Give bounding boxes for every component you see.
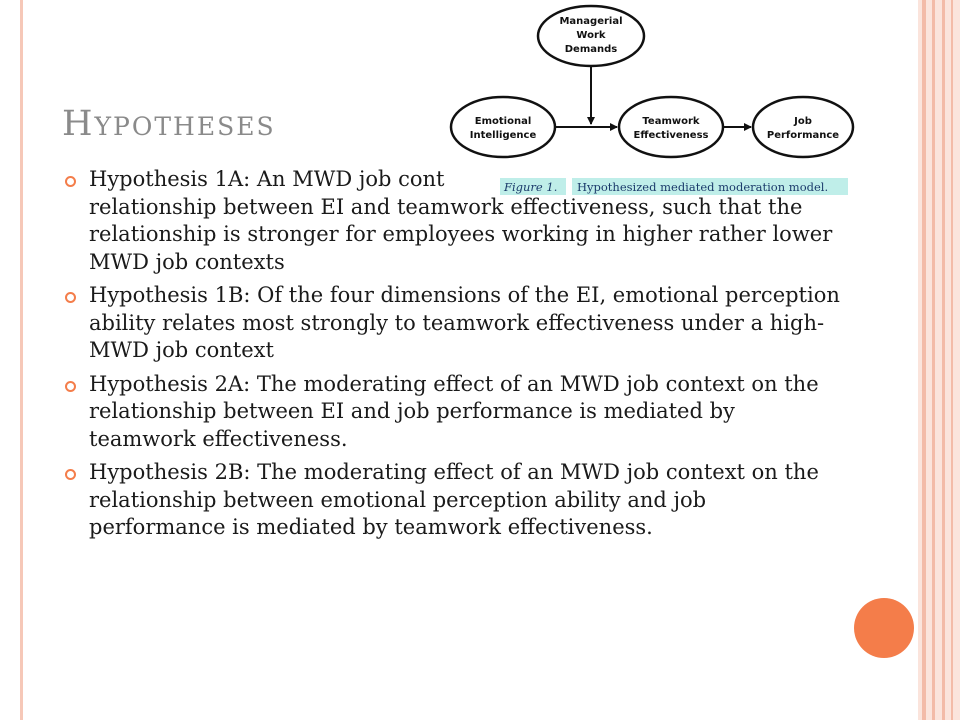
hypothesis-text: Hypothesis 2A: The moderating effect of … (89, 371, 819, 451)
node-job-performance (751, 95, 855, 159)
slide-title: Hypotheses (62, 104, 276, 144)
right-decorative-border (918, 0, 960, 720)
node-label: Performance (767, 130, 839, 141)
node-managerial-work-demands (536, 4, 646, 68)
mediated-moderation-figure: Managerial Work Demands Emotional Intell… (445, 0, 857, 195)
hypothesis-item: Hypothesis 1A: An MWD job context modera… (62, 166, 842, 276)
node-label: Demands (565, 44, 618, 55)
node-label: Intelligence (470, 130, 537, 141)
hypothesis-item: Hypothesis 2A: The moderating effect of … (62, 371, 842, 454)
hypothesis-text: Hypothesis 1B: Of the four dimensions of… (89, 283, 840, 362)
bullet-circle-icon (65, 380, 76, 392)
node-label: Work (576, 30, 605, 41)
bullet-circle-icon (65, 176, 76, 187)
caption-text-box (572, 178, 848, 195)
node-emotional-intelligence (449, 95, 557, 159)
model-diagram: Managerial Work Demands Emotional Intell… (449, 4, 855, 195)
decorative-circle (854, 598, 914, 658)
node-label: Emotional (475, 116, 532, 127)
caption-text: Hypothesized mediated moderation model. (577, 180, 828, 194)
node-label: Teamwork (642, 116, 699, 127)
bullet-circle-icon (65, 292, 76, 303)
caption-label: Figure 1. (503, 180, 557, 194)
node-label: Managerial (559, 16, 622, 27)
hypothesis-text: Hypothesis 2B: The moderating effect of … (89, 460, 819, 539)
hypothesis-text: Hypothesis 1A: An MWD job context modera… (89, 167, 833, 274)
node-label: Job (793, 116, 812, 127)
node-label: Effectiveness (634, 130, 709, 141)
hypothesis-item: Hypothesis 1B: Of the four dimensions of… (62, 282, 842, 365)
node-teamwork-effectiveness (617, 95, 725, 159)
caption-label-box (500, 178, 566, 195)
bullet-circle-icon (65, 469, 76, 480)
hypotheses-list: Hypothesis 1A: An MWD job context modera… (62, 166, 842, 548)
hypothesis-item: Hypothesis 2B: The moderating effect of … (62, 459, 842, 542)
left-decorative-rule (20, 0, 23, 720)
